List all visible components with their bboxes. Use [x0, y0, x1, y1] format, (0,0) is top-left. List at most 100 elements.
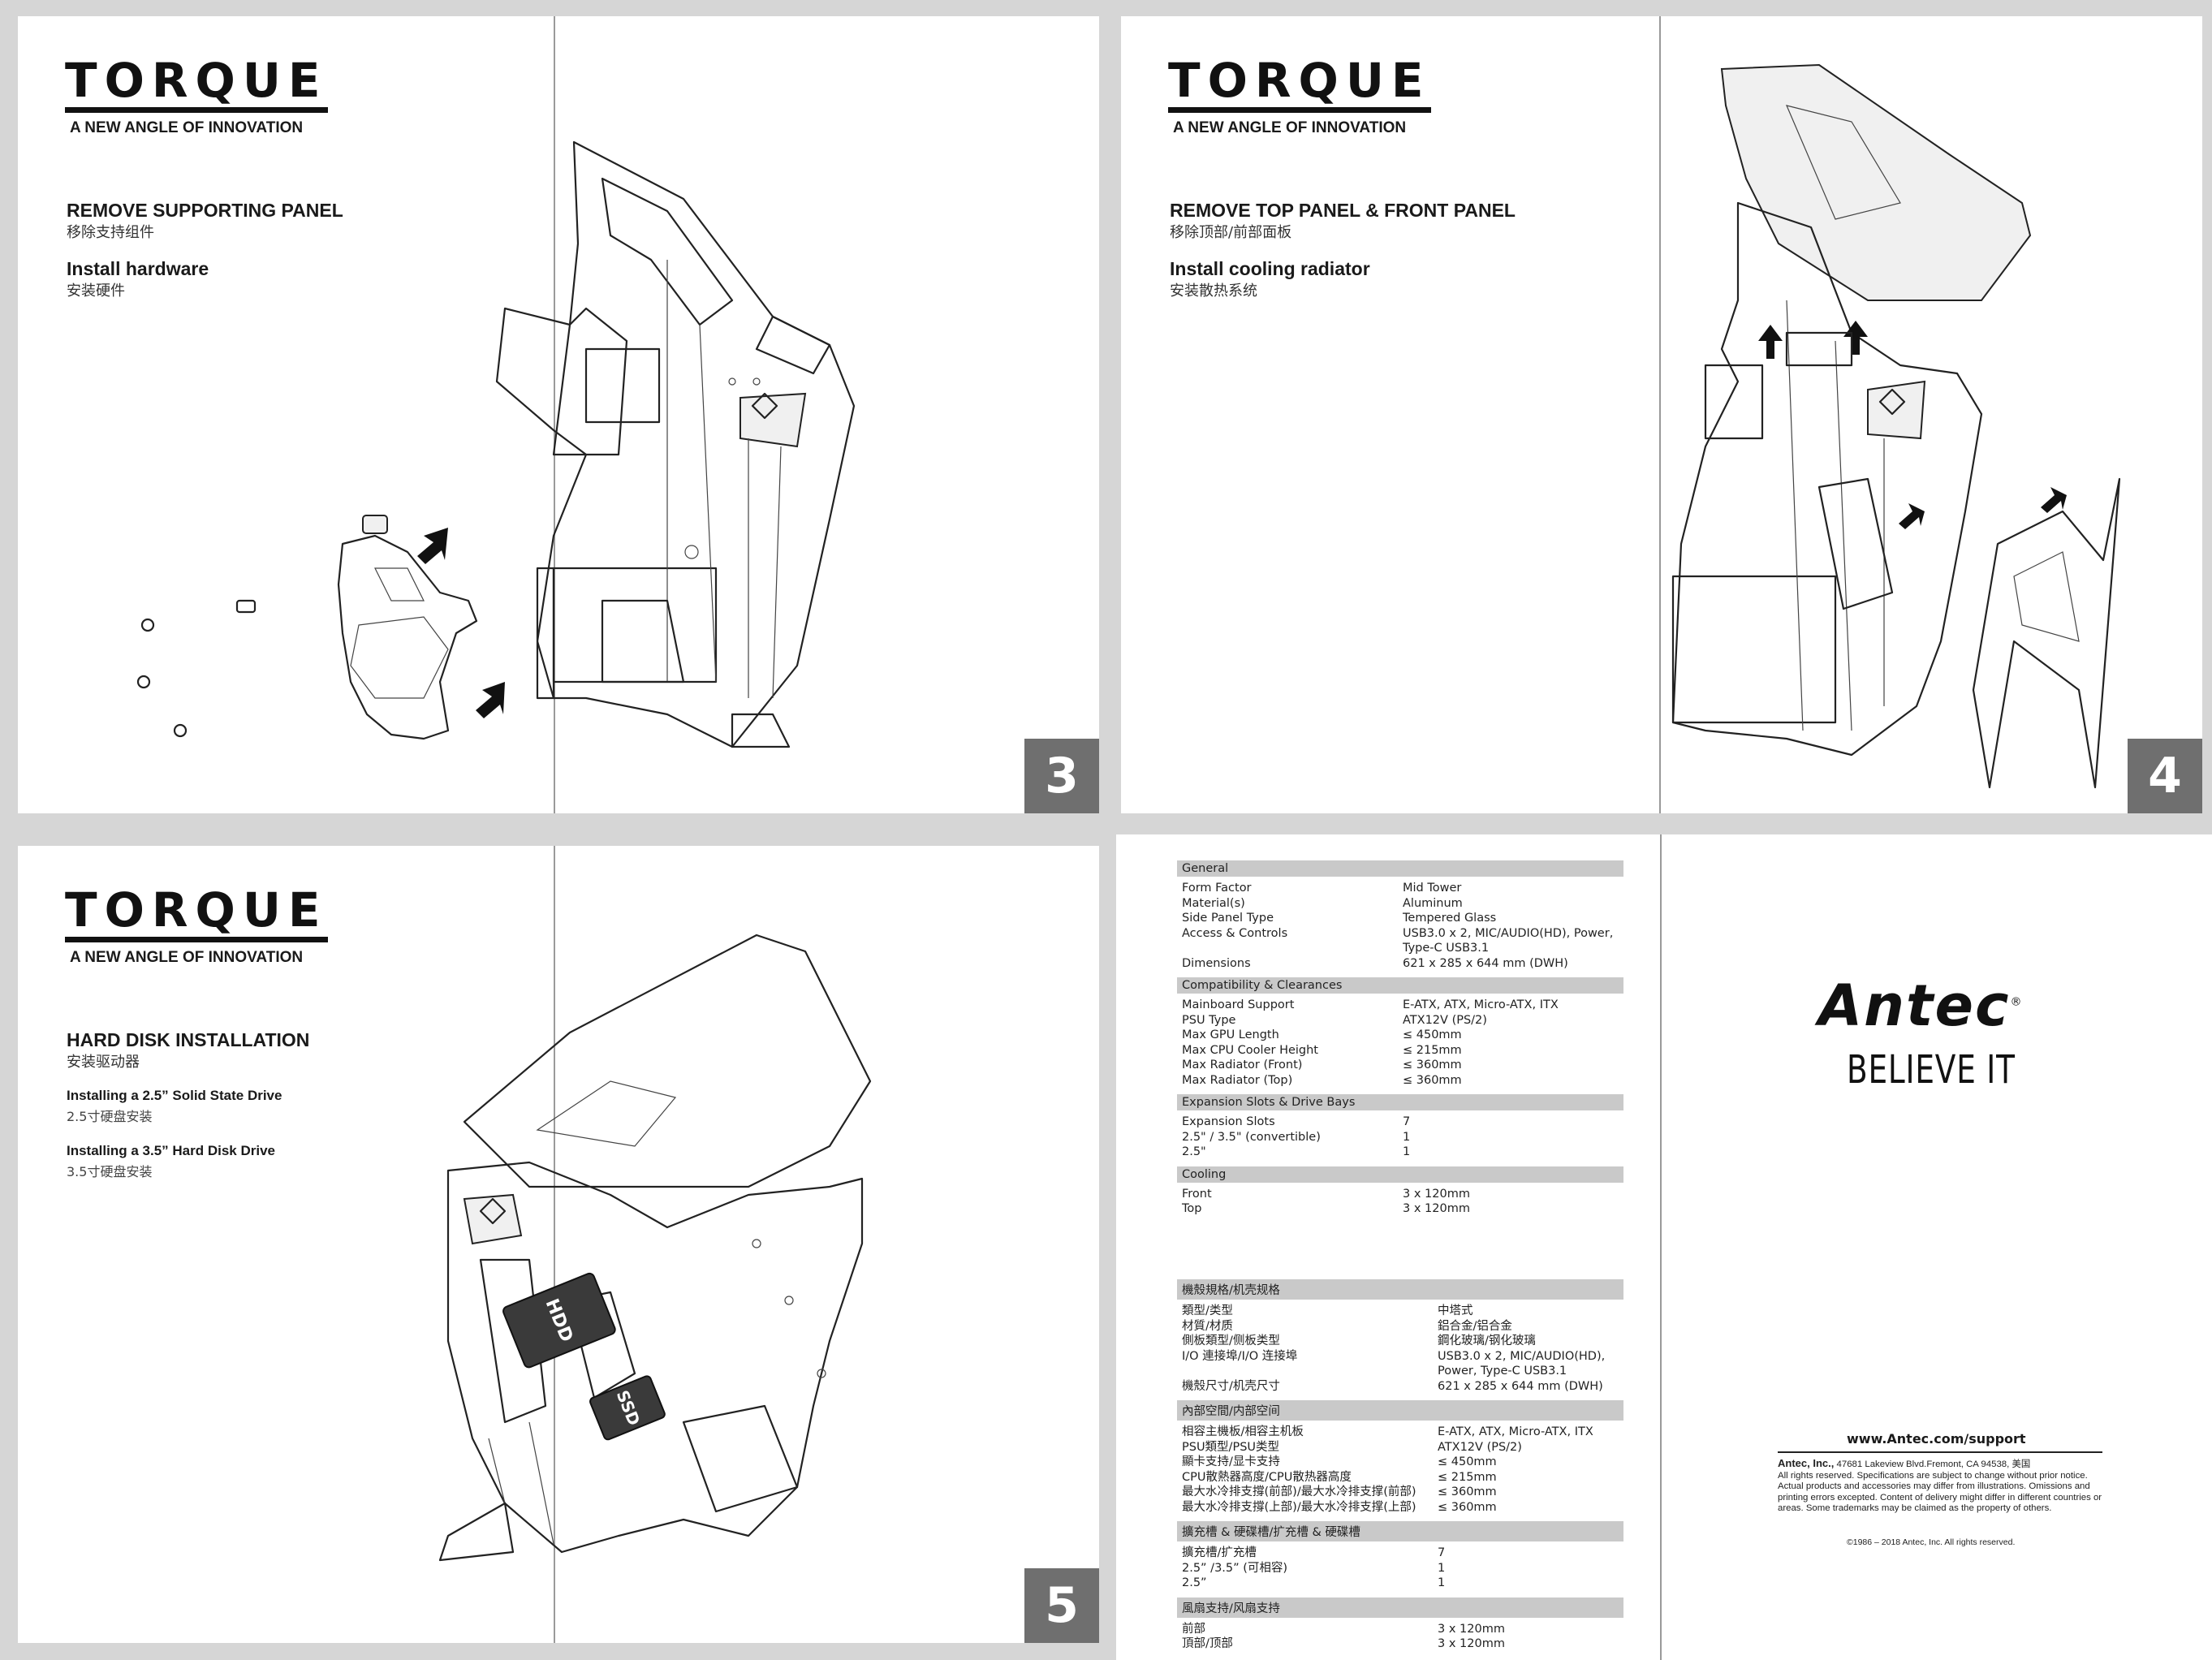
- spec-row: Type-C USB3.1: [1177, 941, 1623, 956]
- spec-value: 621 x 285 x 644 mm (DWH): [1438, 1379, 1603, 1393]
- manual-page-3: TORQUE A NEW ANGLE OF INNOVATION REMOVE …: [18, 16, 1099, 813]
- spec-row: Max CPU Cooler Height≤ 215mm: [1177, 1043, 1623, 1059]
- spec-value: 中塔式: [1438, 1304, 1473, 1317]
- spec-value: 鋁合金/铝合金: [1438, 1319, 1512, 1333]
- logo-tagline: A NEW ANGLE OF INNOVATION: [70, 119, 304, 136]
- ssd-instruction-cn: 2.5寸硬盘安装: [67, 1109, 153, 1124]
- logo-wordmark: TORQUE: [65, 886, 328, 942]
- hdd-instruction-cn: 3.5寸硬盘安装: [67, 1164, 153, 1179]
- spec-section-header: Expansion Slots & Drive Bays: [1177, 1094, 1623, 1110]
- step-heading-cn: 安装驱动器: [67, 1054, 140, 1071]
- trademark-mark: ®: [2010, 995, 2024, 1009]
- logo-tagline: A NEW ANGLE OF INNOVATION: [70, 949, 304, 966]
- logo-wordmark: TORQUE: [65, 57, 328, 113]
- spec-table-cn: 機殼規格/机壳规格類型/类型 中塔式材質/材质鋁合金/铝合金側板類型/侧板类型鋼化…: [1177, 1273, 1623, 1652]
- ssd-instruction: Installing a 2.5” Solid State Drive: [67, 1088, 282, 1103]
- company-address-block: Antec, Inc., 47681 Lakeview Blvd.Fremont…: [1778, 1458, 2102, 1515]
- spec-key: [1182, 941, 1403, 956]
- spec-value: Tempered Glass: [1403, 912, 1497, 925]
- spec-value: USB3.0 x 2, MIC/AUDIO(HD),: [1438, 1349, 1606, 1363]
- spec-value: 3 x 120mm: [1403, 1187, 1470, 1201]
- step-heading: HARD DISK INSTALLATION: [67, 1029, 310, 1050]
- page-fold-line: [554, 16, 555, 813]
- spec-row: Dimensions 621 x 285 x 644 mm (DWH): [1177, 956, 1623, 972]
- spec-key: Max CPU Cooler Height: [1182, 1043, 1318, 1057]
- page-number: 3: [1024, 739, 1099, 813]
- spec-row: 最大水冷排支撐(上部)/最大水冷排支撑(上部)≤ 360mm: [1177, 1500, 1623, 1516]
- spec-key: 最大水冷排支撐(前部)/最大水冷排支撑(前部): [1182, 1485, 1416, 1498]
- spec-key: I/O 連接埠/I/O 连接埠: [1182, 1349, 1298, 1363]
- spec-key: Max Radiator (Top): [1182, 1073, 1293, 1087]
- spec-key: Max Radiator (Front): [1182, 1059, 1303, 1071]
- spec-key: Top: [1182, 1202, 1202, 1215]
- spec-row: 顯卡支持/显卡支持≤ 450mm: [1177, 1455, 1623, 1470]
- spec-row: 前部 3 x 120mm: [1177, 1622, 1623, 1637]
- brand-slogan: BELIEVE IT: [1847, 1047, 2016, 1093]
- spec-row: 2.5” /3.5” (可相容)1: [1177, 1561, 1623, 1576]
- spec-value: 1: [1403, 1145, 1411, 1158]
- case-illustration: [136, 140, 856, 748]
- spec-value: ≤ 360mm: [1403, 1059, 1462, 1071]
- spec-key: 前部: [1182, 1622, 1205, 1636]
- step-subheading: Install cooling radiator: [1170, 258, 1370, 279]
- manual-page-4: TORQUE A NEW ANGLE OF INNOVATION REMOVE …: [1121, 16, 2202, 813]
- step-subheading: Install hardware: [67, 258, 209, 279]
- spec-row: Access & Controls USB3.0 x 2, MIC/AUDIO(H…: [1177, 926, 1623, 942]
- page-fold-line: [1660, 834, 1662, 1660]
- copyright-notice: ©1986 – 2018 Antec, Inc. All rights rese…: [1847, 1537, 2016, 1547]
- spec-value: 3 x 120mm: [1438, 1637, 1505, 1650]
- spec-key: Dimensions: [1182, 956, 1251, 970]
- spec-row: CPU散熱器高度/CPU散热器高度 ≤ 215mm: [1177, 1470, 1623, 1485]
- torque-logo: TORQUE A NEW ANGLE OF INNOVATION: [1168, 57, 1431, 137]
- hdd-instruction: Installing a 3.5” Hard Disk Drive: [67, 1143, 275, 1158]
- spec-key: PSU類型/PSU类型: [1182, 1440, 1280, 1454]
- spec-key: [1182, 1364, 1438, 1379]
- spec-key: 側板類型/侧板类型: [1182, 1334, 1280, 1347]
- spec-row: 2.5" / 3.5" (convertible)1: [1177, 1130, 1623, 1145]
- page-number: 5: [1024, 1568, 1099, 1643]
- company-address: 47681 Lakeview Blvd.Fremont, CA 94538, 美…: [1834, 1460, 2031, 1469]
- spec-key: Access & Controls: [1182, 926, 1288, 940]
- spec-value: 621 x 285 x 644 mm (DWH): [1403, 956, 1568, 970]
- spec-value: ≤ 360mm: [1438, 1485, 1497, 1498]
- antec-logo: Antec®: [1818, 972, 2023, 1039]
- spec-value: Mid Tower: [1403, 882, 1462, 895]
- manual-page-5: TORQUE A NEW ANGLE OF INNOVATION HARD DI…: [18, 846, 1099, 1643]
- spec-row: 2.5" 1: [1177, 1145, 1623, 1160]
- spec-key: 2.5" / 3.5" (convertible): [1182, 1130, 1321, 1144]
- spec-section-header: Cooling: [1177, 1166, 1623, 1183]
- spec-value: USB3.0 x 2, MIC/AUDIO(HD), Power,: [1403, 926, 1614, 940]
- spec-value: Power, Type-C USB3.1: [1438, 1365, 1567, 1378]
- spec-value: 3 x 120mm: [1438, 1622, 1505, 1636]
- spec-row: Max Radiator (Front) ≤ 360mm: [1177, 1058, 1623, 1073]
- page-fold-line: [1659, 16, 1661, 813]
- spec-key: CPU散熱器高度/CPU散热器高度: [1182, 1470, 1352, 1484]
- support-url[interactable]: www.Antec.com/support: [1847, 1431, 2026, 1447]
- spec-value: ≤ 450mm: [1438, 1455, 1497, 1468]
- spec-section-header: 機殼規格/机壳规格: [1177, 1279, 1623, 1300]
- spec-row: 類型/类型 中塔式: [1177, 1304, 1623, 1319]
- spec-key: Expansion Slots: [1182, 1115, 1275, 1128]
- spec-key: 2.5": [1182, 1145, 1206, 1158]
- address-divider: [1778, 1451, 2102, 1453]
- logo-wordmark: TORQUE: [1168, 57, 1431, 113]
- case-illustration: [1671, 63, 2121, 789]
- spec-value: ≤ 215mm: [1438, 1470, 1497, 1484]
- spec-row: 側板類型/侧板类型鋼化玻璃/钢化玻璃: [1177, 1334, 1623, 1349]
- spec-key: 類型/类型: [1182, 1304, 1233, 1317]
- page-fold-line: [554, 846, 555, 1643]
- page-number: 4: [2128, 739, 2202, 813]
- spec-value: 3 x 120mm: [1403, 1202, 1470, 1215]
- spec-value: 1: [1438, 1561, 1446, 1575]
- spec-row: 材質/材质鋁合金/铝合金: [1177, 1319, 1623, 1334]
- torque-logo: TORQUE A NEW ANGLE OF INNOVATION: [65, 886, 328, 967]
